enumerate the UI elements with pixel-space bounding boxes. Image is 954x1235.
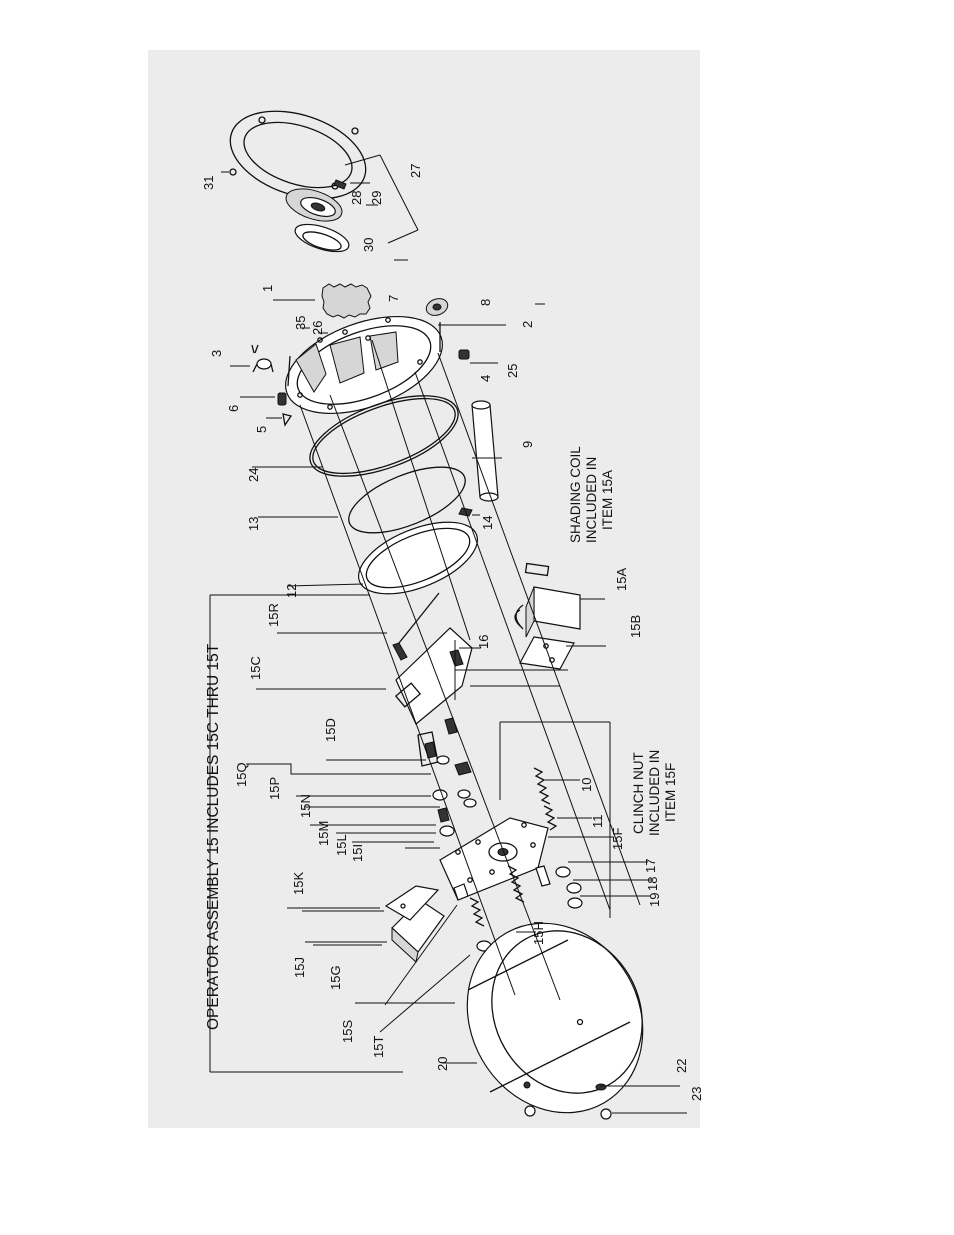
label-30: 30: [361, 238, 376, 252]
spline-hub-1: [322, 284, 371, 318]
label-15d: 15D: [323, 718, 338, 742]
label-15h: 15H: [531, 921, 546, 945]
screw-15c-lower: [445, 718, 457, 734]
label-6: 6: [226, 405, 241, 412]
label-15j: 15J: [292, 957, 307, 978]
note-shading-coil-line2: INCLUDED IN: [584, 457, 599, 543]
screw-17: [536, 866, 550, 886]
label-19: 19: [647, 893, 662, 907]
clip-15p: [455, 762, 471, 775]
label-31: 31: [201, 176, 216, 190]
label-28: 28: [349, 191, 364, 205]
label-2: 2: [520, 321, 535, 328]
screw-22: [596, 1084, 606, 1090]
label-26: 26: [310, 321, 325, 335]
bracket-15b: [520, 637, 574, 669]
pin-3: [252, 345, 273, 372]
washer-15n: [433, 790, 447, 800]
seal-30: [292, 219, 352, 257]
label-15m: 15M: [316, 821, 331, 846]
label-15a: 15A: [614, 568, 629, 591]
label-15r: 15R: [266, 603, 281, 627]
nut-19: [567, 883, 582, 908]
label-17: 17: [643, 859, 658, 873]
label-15q: 15Q: [234, 762, 249, 787]
note-shading-coil-line1: SHADING COIL: [568, 446, 583, 543]
spring-15s: [470, 898, 484, 926]
note-clinch-nut-line3: ITEM 15F: [663, 763, 678, 822]
label-15l: 15L: [334, 834, 349, 856]
label-4: 4: [478, 375, 493, 382]
label-20: 20: [435, 1057, 450, 1071]
label-15b: 15B: [628, 615, 643, 638]
label-25: 25: [505, 364, 520, 378]
label-3: 3: [209, 350, 224, 357]
title-text: OPERATOR ASSEMBLY 15 INCLUDES 15C THRU 1…: [205, 643, 222, 1030]
label-15c: 15C: [248, 656, 263, 680]
washer-18: [556, 867, 570, 877]
screw-5: [283, 414, 291, 425]
label-18: 18: [645, 877, 660, 891]
note-shading-coil-line3: ITEM 15A: [600, 470, 615, 530]
spring-11: [544, 806, 556, 830]
screw-6: [278, 393, 286, 405]
label-11: 11: [590, 815, 605, 829]
label-27: 27: [408, 164, 423, 178]
label-12: 12: [284, 584, 299, 598]
label-15p: 15P: [267, 777, 282, 800]
bushing-28: [282, 183, 346, 228]
label-7: 7: [386, 295, 401, 302]
label-10: 10: [579, 778, 594, 792]
cover-20: [433, 891, 676, 1145]
label-24: 24: [246, 468, 261, 482]
label-23: 23: [689, 1087, 704, 1101]
label-5: 5: [254, 426, 269, 433]
label-29: 29: [369, 191, 384, 205]
label-1: 1: [260, 285, 275, 292]
label-16: 16: [476, 635, 491, 649]
note-clinch-nut-line2: INCLUDED IN: [647, 750, 662, 836]
shading-coil-icon: [526, 564, 549, 576]
label-22: 22: [674, 1059, 689, 1073]
washer-15q: [437, 756, 449, 764]
label-15t: 15T: [371, 1036, 386, 1058]
spring-10: [534, 768, 550, 804]
label-14: 14: [480, 516, 495, 530]
set-screw-25: [459, 350, 469, 359]
nut-15m: [458, 790, 476, 807]
label-15f: 15F: [610, 828, 625, 850]
title: OPERATOR ASSEMBLY 15 INCLUDES 15C THRU 1…: [205, 643, 222, 1030]
label-15g: 15G: [328, 965, 343, 990]
shaft-9: [472, 401, 498, 501]
label-15s: 15S: [340, 1020, 355, 1043]
plug-8: [424, 296, 450, 319]
label-35: 35: [293, 316, 308, 330]
note-shading-coil: SHADING COIL INCLUDED IN ITEM 15A: [568, 446, 615, 543]
note-clinch-nut: CLINCH NUT INCLUDED IN ITEM 15F: [631, 750, 678, 836]
washer-15l: [440, 826, 454, 836]
label-15k: 15K: [291, 872, 306, 895]
label-15i: 15I: [350, 844, 365, 862]
label-15n: 15N: [298, 794, 313, 818]
note-clinch-nut-line1: CLINCH NUT: [631, 752, 646, 834]
label-13: 13: [246, 517, 261, 531]
label-8: 8: [478, 299, 493, 306]
coil-15a: [515, 587, 580, 637]
label-9: 9: [520, 441, 535, 448]
